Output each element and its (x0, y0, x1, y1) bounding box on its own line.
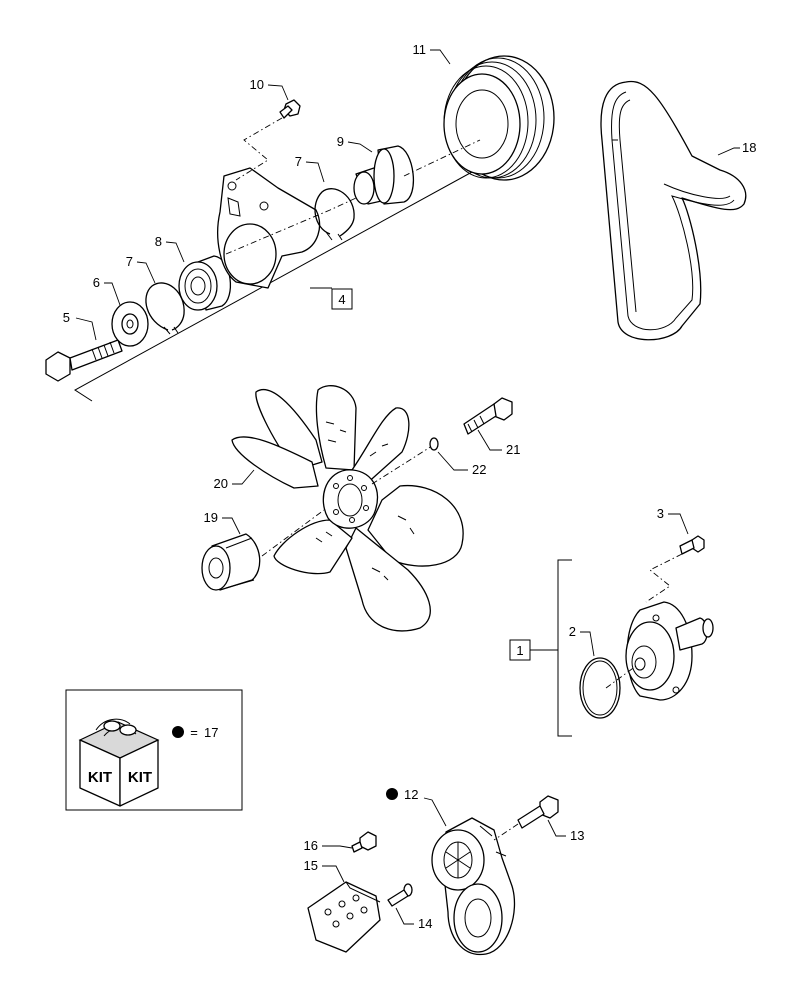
part-21-bolt (463, 397, 513, 435)
kit-label-left: KIT (88, 769, 112, 786)
callout-1: 1 (516, 643, 523, 658)
part-3-bolt (679, 535, 705, 555)
callout-20: 20 (214, 476, 228, 491)
kit-dot-marker-12 (386, 788, 398, 800)
callout-17: 17 (204, 725, 218, 740)
assembly-1-bracket (509, 559, 572, 737)
kit-legend-box (65, 689, 243, 811)
callout-8: 8 (155, 234, 162, 249)
callout-box-4 (331, 288, 353, 310)
callout-13: 13 (570, 828, 584, 843)
part-16-bolt (351, 831, 377, 853)
kit-equals: = (190, 725, 198, 740)
part-water-pump (625, 601, 714, 701)
part-5-bolt (45, 339, 123, 382)
kit-label-right: KIT (128, 769, 152, 786)
part-9-shaft (353, 145, 414, 205)
part-12-tensioner (431, 817, 516, 956)
part-18-belt (600, 80, 747, 341)
callout-4: 4 (338, 292, 345, 307)
part-4-idler-housing (217, 167, 321, 289)
callout-16: 16 (304, 838, 318, 853)
callout-14: 14 (418, 916, 432, 931)
part-10-bolt (279, 99, 301, 119)
part-6-washer (111, 301, 149, 347)
callout-9: 9 (337, 134, 344, 149)
part-2-o-ring (579, 657, 621, 719)
part-7-snap-ring-left (145, 282, 185, 335)
callout-22: 22 (472, 462, 486, 477)
callout-box-1 (509, 639, 531, 661)
callout-18: 18 (742, 140, 756, 155)
part-20-fan (231, 385, 464, 632)
callout-10: 10 (250, 77, 264, 92)
part-11-pulley (443, 55, 555, 181)
callout-2: 2 (569, 624, 576, 639)
part-13-bolt (517, 795, 559, 829)
assembly-4-bracket (74, 171, 473, 402)
callout-7-left: 7 (126, 254, 133, 269)
callout-12: 12 (404, 787, 418, 802)
part-8-bearing (178, 255, 232, 311)
callout-11: 11 (413, 42, 427, 57)
part-19-spacer (201, 533, 261, 591)
callout-7-right: 7 (295, 154, 302, 169)
kit-dot-marker (172, 726, 184, 738)
callout-5: 5 (63, 310, 70, 325)
callout-6: 6 (93, 275, 100, 290)
part-15-plate (307, 881, 381, 953)
part-22-washer (429, 437, 439, 451)
callout-19: 19 (204, 510, 218, 525)
callout-3: 3 (657, 506, 664, 521)
callout-15: 15 (304, 858, 318, 873)
callout-21: 21 (506, 442, 520, 457)
part-7-snap-ring-right (314, 188, 355, 241)
part-14-screw (387, 883, 413, 907)
